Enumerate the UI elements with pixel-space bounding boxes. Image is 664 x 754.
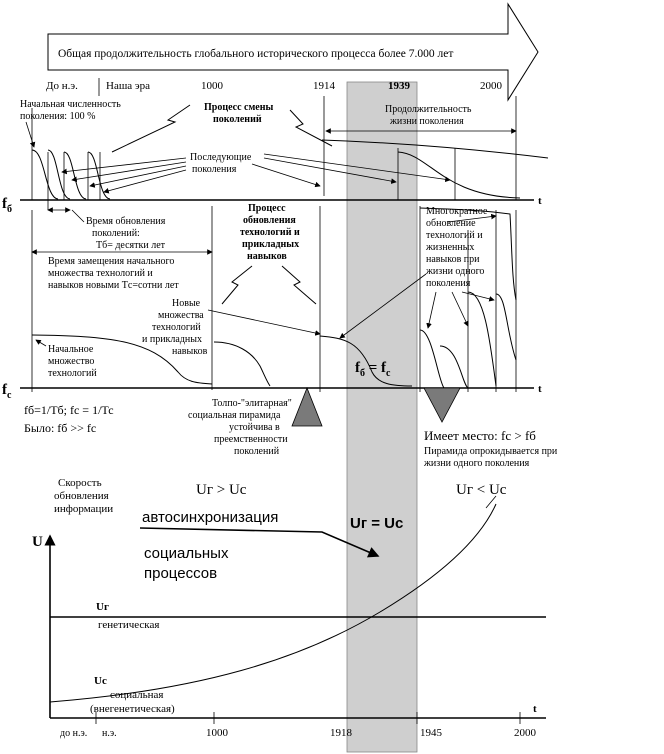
tick-bc: до н.э. [60, 728, 87, 739]
duration-2: жизни поколения [389, 116, 464, 127]
ug-eq-uc: Uг = Uс [350, 515, 403, 532]
fb-t-label: t [538, 195, 542, 207]
multiple-3: технологий и [426, 230, 483, 241]
tick-1918: 1918 [330, 727, 353, 739]
pyramid-right-title: Имеет место: fс > fб [424, 428, 536, 443]
initial-set-2: множество [48, 356, 94, 367]
pyramid-right-1: Пирамида опрокидывается при [424, 446, 558, 457]
initial-count-2: поколения: 100 % [20, 111, 95, 122]
pyramid-left-1: Толпо-"элитарная" [212, 398, 292, 409]
replace-3: навыков новыми Tс=сотни лет [48, 280, 179, 291]
duration-1: Продолжительность [385, 104, 472, 115]
tick-1945: 1945 [420, 727, 443, 739]
multiple-7: поколения [426, 278, 471, 289]
fb-label: fб [2, 196, 12, 215]
process-tech-3: технологий и [240, 227, 300, 238]
pyramid-right-2: жизни одного поколения [423, 458, 530, 469]
uc-desc-1: социальная [110, 689, 163, 701]
initial-set-3: технологий [48, 368, 97, 379]
banner-text: Общая продолжительность глобального исто… [58, 48, 453, 60]
u-axis-label: U [32, 534, 43, 550]
replace-2: множества технологий и [48, 268, 153, 279]
y-title-2: обновления [54, 490, 109, 502]
process-gen-2: поколений [213, 114, 262, 125]
transition-band [346, 81, 418, 753]
process-tech-4: прикладных [242, 239, 299, 250]
pyramid-left-3: устойчива в [229, 422, 280, 433]
year-1914-top: 1914 [313, 80, 336, 92]
process-tech-2: обновления [243, 215, 296, 226]
y-title-3: информации [54, 503, 113, 515]
y-title-1: Скорость [58, 477, 102, 489]
social: социальных [144, 545, 229, 562]
initial-count-1: Начальная численность [20, 99, 121, 110]
new-sets-2: множества [158, 310, 204, 321]
tick-2000: 2000 [514, 727, 537, 739]
pyramid-left-4: преемственности [214, 434, 288, 445]
auto-sync: автосинхронизация [142, 509, 278, 526]
fb-eq-fc: fб = fс [355, 360, 391, 379]
tick-1000: 1000 [206, 727, 229, 739]
process-tech-1: Процесс [248, 203, 286, 214]
fc-label: fс [2, 382, 12, 401]
uc-label: Uс [94, 675, 107, 687]
uc-desc-2: (внегенетическая) [90, 703, 175, 715]
new-sets-3: технологий [152, 322, 201, 333]
process-tech-5: навыков [247, 251, 287, 262]
process-gen-1: Процесс смены [204, 102, 273, 113]
multiple-1: Многократное [426, 206, 488, 217]
processes: процессов [144, 565, 217, 582]
pyramid-stable [291, 386, 323, 427]
ug-lt-uc: Uг < Uс [456, 482, 507, 498]
replace-1: Время замещения начального [48, 256, 174, 267]
new-sets-4: и прикладных [142, 334, 202, 345]
renewal-2: поколений: [92, 228, 140, 239]
ug-gt-uc: Uг > Uс [196, 482, 247, 498]
ug-label: Uг [96, 601, 109, 613]
x-axis-label: t [533, 703, 537, 715]
year-1000-top: 1000 [201, 80, 224, 92]
multiple-4: жизненных [425, 242, 474, 253]
multiple-2: обновление [426, 218, 476, 229]
era-bc: До н.э. [46, 80, 78, 92]
year-2000-top: 2000 [480, 80, 503, 92]
year-1939-top: 1939 [388, 80, 411, 92]
formula-2: Было: fб >> fс [24, 421, 96, 435]
new-sets-5: навыков [172, 346, 208, 357]
initial-set-1: Начальное [48, 344, 94, 355]
new-sets-1: Новые [172, 298, 201, 309]
multiple-5: навыков при [426, 254, 480, 265]
uc-curve [49, 503, 497, 703]
pyramid-left-5: поколений [234, 446, 280, 457]
banner-arrow: Общая продолжительность глобального исто… [47, 2, 539, 102]
fc-t-label: t [538, 383, 542, 395]
ug-desc: генетическая [98, 619, 159, 631]
renewal-1: Время обновления [86, 216, 166, 227]
following-1: Последующие [190, 152, 252, 163]
tick-ad: н.э. [102, 728, 117, 739]
pyramid-left-2: социальная пирамида [188, 410, 281, 421]
formula-1: fб=1/Тб; fс = 1/Тс [24, 403, 114, 417]
multiple-6: жизни одного [425, 266, 484, 277]
era-ad: Наша эра [106, 80, 150, 92]
following-2: поколения [192, 164, 237, 175]
renewal-3: Tб= десятки лет [96, 240, 166, 251]
pyramid-inverted [423, 387, 461, 423]
